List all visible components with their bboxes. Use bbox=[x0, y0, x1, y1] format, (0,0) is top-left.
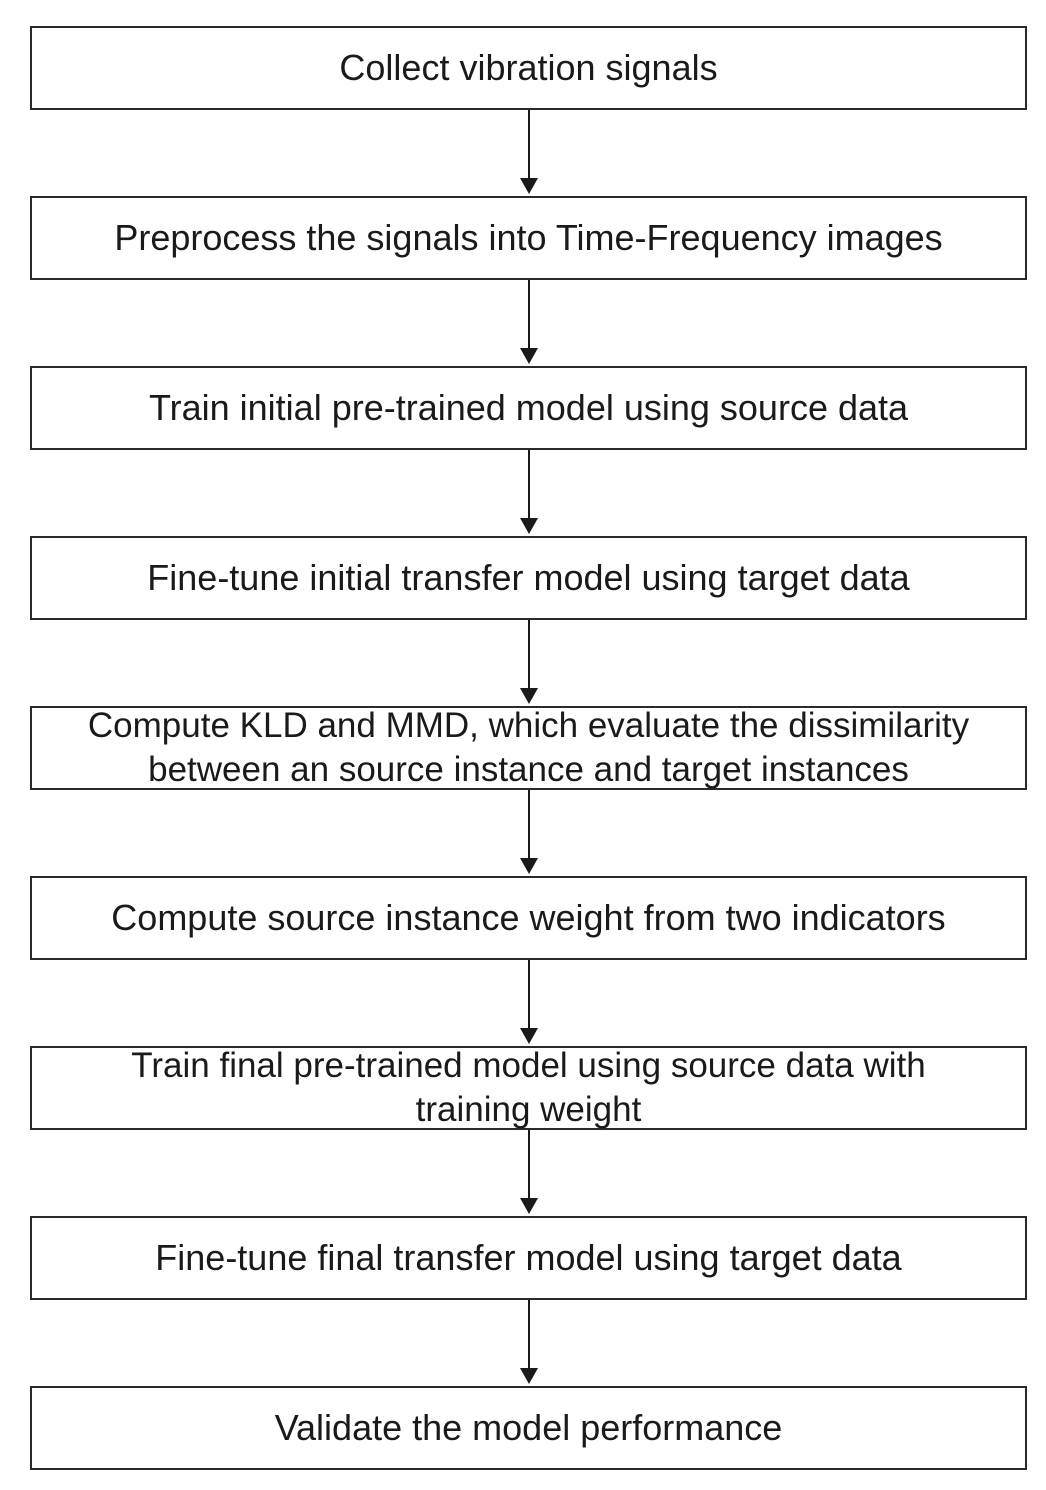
step-2-label: Preprocess the signals into Time-Frequen… bbox=[114, 217, 943, 258]
step-5-box: Compute KLD and MMD, which evaluate the … bbox=[30, 706, 1027, 790]
connector-3-4 bbox=[528, 450, 530, 520]
connector-5-6 bbox=[528, 790, 530, 860]
step-9-label: Validate the model performance bbox=[274, 1407, 783, 1448]
arrowhead-4-5 bbox=[520, 688, 538, 704]
step-9-box: Validate the model performance bbox=[30, 1386, 1027, 1470]
step-3-box: Train initial pre-trained model using so… bbox=[30, 366, 1027, 450]
arrowhead-8-9 bbox=[520, 1368, 538, 1384]
step-8-box: Fine-tune final transfer model using tar… bbox=[30, 1216, 1027, 1300]
step-1-label: Collect vibration signals bbox=[339, 47, 718, 88]
step-2-box: Preprocess the signals into Time-Frequen… bbox=[30, 196, 1027, 280]
step-3-label: Train initial pre-trained model using so… bbox=[148, 387, 909, 428]
connector-7-8 bbox=[528, 1130, 530, 1200]
step-8-label: Fine-tune final transfer model using tar… bbox=[155, 1237, 902, 1278]
arrowhead-5-6 bbox=[520, 858, 538, 874]
connector-1-2 bbox=[528, 110, 530, 180]
step-4-label: Fine-tune initial transfer model using t… bbox=[147, 557, 910, 598]
connector-2-3 bbox=[528, 280, 530, 350]
step-5-label: Compute KLD and MMD, which evaluate the … bbox=[87, 706, 970, 789]
connector-8-9 bbox=[528, 1300, 530, 1370]
arrowhead-7-8 bbox=[520, 1198, 538, 1214]
connector-6-7 bbox=[528, 960, 530, 1030]
step-7-label: Train final pre-trained model using sour… bbox=[131, 1046, 926, 1129]
step-6-label: Compute source instance weight from two … bbox=[111, 897, 946, 938]
step-1-box: Collect vibration signals bbox=[30, 26, 1027, 110]
step-7-box: Train final pre-trained model using sour… bbox=[30, 1046, 1027, 1130]
step-6-box: Compute source instance weight from two … bbox=[30, 876, 1027, 960]
arrowhead-3-4 bbox=[520, 518, 538, 534]
arrowhead-6-7 bbox=[520, 1028, 538, 1044]
connector-4-5 bbox=[528, 620, 530, 690]
arrowhead-1-2 bbox=[520, 178, 538, 194]
step-4-box: Fine-tune initial transfer model using t… bbox=[30, 536, 1027, 620]
arrowhead-2-3 bbox=[520, 348, 538, 364]
